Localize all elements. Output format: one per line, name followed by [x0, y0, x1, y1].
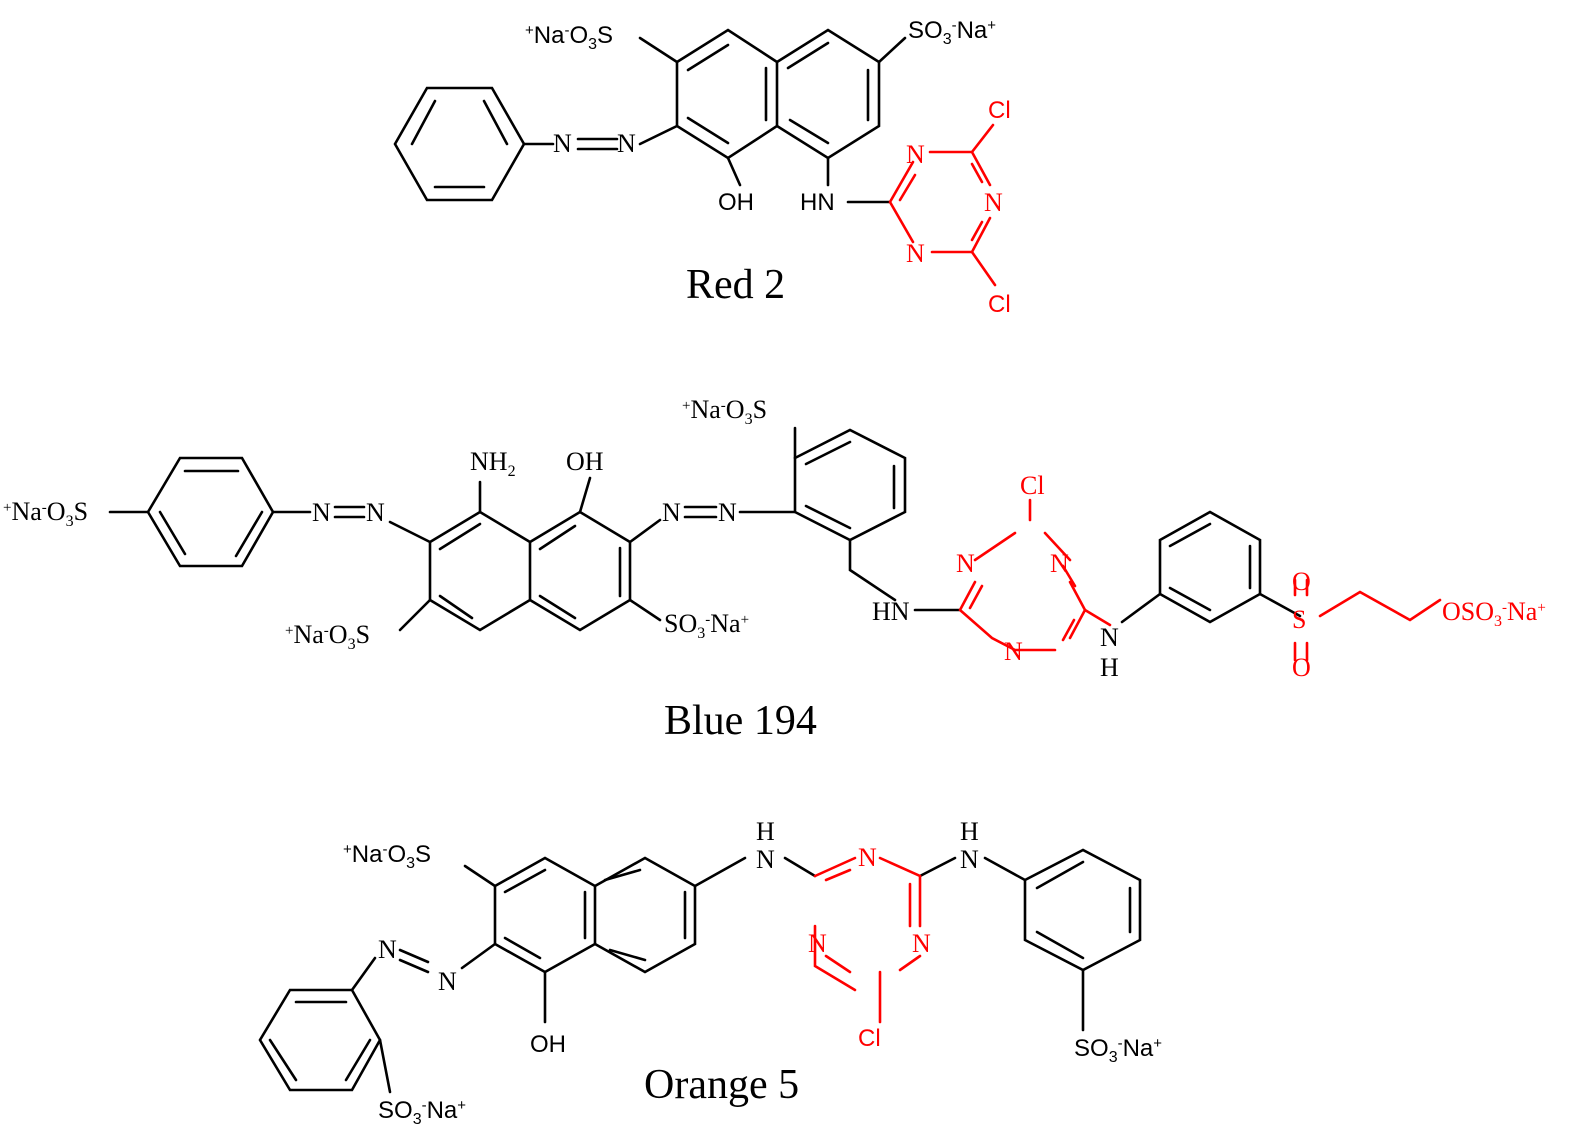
orange-5-triazine-n1: N: [858, 843, 877, 872]
orange-5-black-bonds: [258, 848, 1142, 1094]
blue-194-sulfonate-bottom-right: SO3-Na+: [664, 609, 749, 642]
red-2-azo-n1: N: [553, 129, 572, 158]
red-2-atom-labels: N N +Na-O3S SO3-Na+ OH HN N N N Cl Cl: [525, 17, 1011, 318]
blue-194-reactive-bonds: [958, 498, 1442, 662]
orange-5-azo-n1: N: [378, 935, 397, 964]
blue-194-amine-left: HN: [872, 597, 910, 626]
orange-5-amine-right-h: H: [960, 817, 979, 846]
blue-194-triazine-n2: N: [1050, 549, 1069, 578]
blue-194-triazine-n3: N: [1004, 637, 1023, 666]
orange-5-atom-labels: +Na-O3S H N N N N H N N N OH Cl SO3-Na+ …: [343, 817, 1162, 1128]
orange-5-hydroxyl: OH: [530, 1031, 566, 1058]
blue-194-azo1-n1: N: [312, 498, 331, 527]
orange-5-chlorine: Cl: [858, 1025, 881, 1052]
red-2-triazine-bonds: [888, 123, 997, 287]
orange-5-triazine-n2: N: [808, 929, 827, 958]
orange-5-reactive-bonds: [813, 856, 922, 1024]
blue-194-sulfonyl-s: S: [1292, 605, 1306, 634]
orange-5-triazine-n3: N: [912, 929, 931, 958]
orange-5-amine-left-n: N: [756, 845, 775, 874]
blue-194-azo1-n2: N: [366, 498, 385, 527]
red-2-sulfonate-left: +Na-O3S: [525, 22, 613, 53]
red-2-triazine-n2: N: [984, 188, 1003, 217]
blue-194-sulfonate-far-left: +Na-O3S: [3, 497, 88, 530]
blue-194-sulfonyl-o2: O: [1292, 653, 1311, 682]
red-2-triazine-n3: N: [906, 239, 925, 268]
red-2-amine: HN: [800, 189, 835, 216]
blue-194-sulfonyl-o1: O: [1292, 567, 1311, 596]
orange-5-amine-right-n: N: [960, 845, 979, 874]
red-2-azo-n2: N: [617, 129, 636, 158]
blue-194-amine-right-n: N: [1100, 623, 1119, 652]
blue-194-azo2-n2: N: [718, 498, 737, 527]
orange-5-azo-n2: N: [438, 967, 457, 996]
blue-194-sulfonate-top: +Na-O3S: [682, 395, 767, 428]
orange-5-sulfonate-bottom: SO3-Na+: [378, 1097, 466, 1128]
orange-5-sulfonate-right: SO3-Na+: [1074, 1035, 1162, 1066]
red-2-black-bonds: [393, 28, 907, 204]
red-2-title: Red 2: [686, 262, 785, 308]
blue-194-amino: NH2: [470, 447, 516, 480]
blue-194-azo2-n1: N: [662, 498, 681, 527]
blue-194-atom-labels: +Na-O3S N N NH2 OH N N +Na-O3S +Na-O3S S…: [3, 395, 1546, 682]
orange-5-sulfonate-top-left: +Na-O3S: [343, 841, 431, 872]
blue-194-hydroxyl: OH: [566, 447, 604, 476]
orange-5-title: Orange 5: [644, 1062, 799, 1108]
blue-194-sulfatoethyl: OSO3-Na+: [1442, 597, 1546, 630]
blue-194-amine-right-h: H: [1100, 653, 1119, 682]
red-2-sulfonate-right: SO3-Na+: [908, 17, 996, 48]
blue-194-triazine-n1: N: [956, 549, 975, 578]
blue-194-black-bonds: [108, 426, 1302, 632]
red-2-chlorine-1: Cl: [988, 97, 1011, 124]
red-2-hydroxyl: OH: [718, 189, 754, 216]
orange-5-amine-left-h: H: [756, 817, 775, 846]
red-2-chlorine-2: Cl: [988, 291, 1011, 318]
molecule-blue-194: +Na-O3S N N NH2 OH N N +Na-O3S +Na-O3S S…: [3, 395, 1546, 744]
molecule-orange-5: +Na-O3S H N N N N H N N N OH Cl SO3-Na+ …: [258, 817, 1162, 1128]
blue-194-chlorine: Cl: [1020, 471, 1045, 500]
blue-194-title: Blue 194: [664, 698, 817, 744]
molecule-red-2: N N +Na-O3S SO3-Na+ OH HN N N N Cl Cl Re…: [393, 17, 1011, 318]
blue-194-sulfonate-bottom-left: +Na-O3S: [285, 620, 370, 653]
red-2-triazine-n1: N: [906, 140, 925, 169]
